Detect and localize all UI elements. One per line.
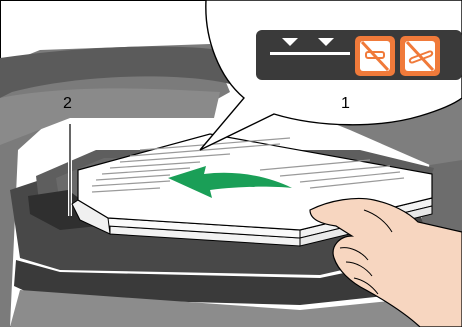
no-paperclip-icon xyxy=(400,36,440,76)
callout-number-2: 2 xyxy=(63,95,72,112)
callout-number-1: 1 xyxy=(341,95,350,112)
no-staple-icon xyxy=(355,36,395,76)
